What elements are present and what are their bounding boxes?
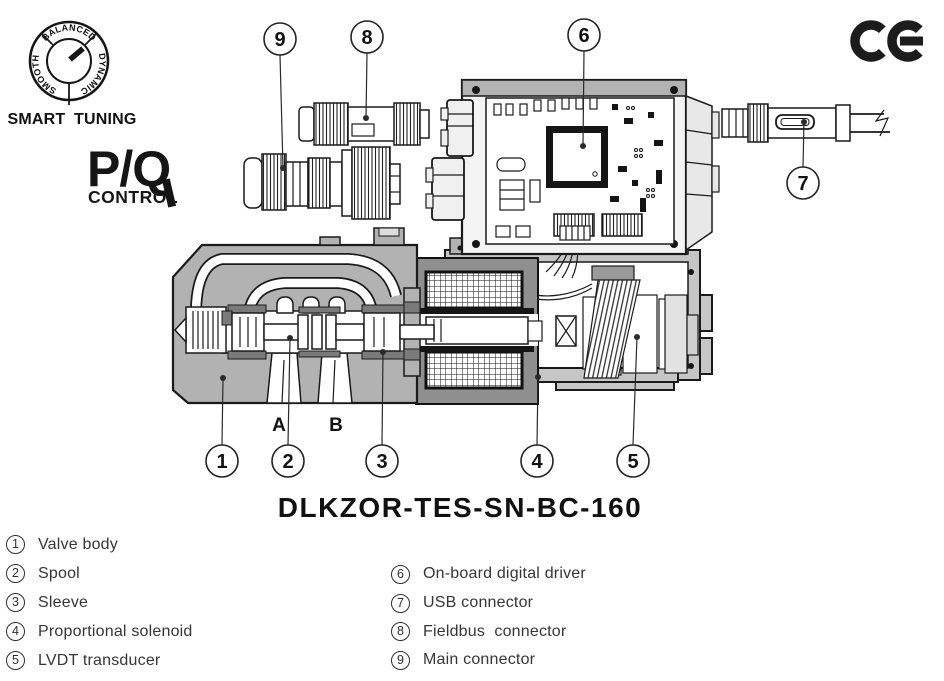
callout-8-number: 8 <box>361 27 372 49</box>
legend-number-6: 6 <box>391 564 410 584</box>
heatsink-fins <box>685 94 713 252</box>
legend-label-fieldbus-connector: Fieldbus connector <box>423 622 567 640</box>
legend-number-3: 3 <box>6 593 25 612</box>
callout-9-number: 9 <box>274 29 285 51</box>
main-connector <box>243 146 401 220</box>
valve-body <box>171 227 435 405</box>
legend-number-2: 2 <box>6 564 25 583</box>
fieldbus-socket <box>440 99 474 157</box>
legend-label-lvdt-transducer: LVDT transducer <box>38 651 161 669</box>
port-label-b: B <box>329 415 343 436</box>
legend-item-usb-connector: 7 USB connector <box>391 589 586 618</box>
callout-3-number: 3 <box>376 451 387 473</box>
callout-5-number: 5 <box>627 451 638 473</box>
callouts: 1 2 3 4 5 6 7 8 9 <box>205 18 820 478</box>
return-spring <box>173 306 227 354</box>
lvdt-transducer <box>519 245 699 379</box>
callout-6-number: 6 <box>578 25 589 47</box>
model-title: DLKZOR-TES-SN-BC-160 <box>277 492 643 523</box>
legend-number-1: 1 <box>6 535 25 554</box>
legend-item-main-connector: 9 Main connector <box>391 646 586 675</box>
legend-item-lvdt-transducer: 5 LVDT transducer <box>6 646 193 675</box>
pq-logo-text: P/Q <box>87 141 170 197</box>
dial-knob-icon <box>46 38 92 84</box>
ribbon-cable <box>583 279 641 379</box>
legend-item-sleeve: 3 Sleeve <box>6 588 193 617</box>
digital-driver-box <box>425 78 720 256</box>
legend-label-sleeve: Sleeve <box>38 593 89 611</box>
legend-item-digital-driver: 6 On-board digital driver <box>391 560 586 589</box>
callout-4-number: 4 <box>531 451 543 473</box>
smart-tuning-badge: BALANCED DYNAMIC SMOOTH SMART TUNING <box>7 20 136 128</box>
legend-item-proportional-solenoid: 4 Proportional solenoid <box>6 617 193 646</box>
fieldbus-connector <box>298 102 430 146</box>
smart-tuning-label: SMART TUNING <box>7 111 136 128</box>
solenoid-coil-upper <box>424 270 524 310</box>
cable-break-icon <box>874 109 890 137</box>
callout-1-number: 1 <box>216 451 227 473</box>
callout-7 <box>786 166 820 200</box>
proportional-solenoid <box>415 257 577 405</box>
ce-mark-icon <box>850 20 923 62</box>
callout-8 <box>350 20 384 54</box>
legend-number-7: 7 <box>391 593 410 613</box>
spool <box>221 310 435 352</box>
legend-label-spool: Spool <box>38 564 80 582</box>
usb-connector <box>721 103 890 143</box>
callout-6 <box>567 18 601 52</box>
valve-technical-diagram: BALANCED DYNAMIC SMOOTH SMART TUNING P/Q… <box>7 18 923 478</box>
legend-number-4: 4 <box>6 622 25 641</box>
legend-label-proportional-solenoid: Proportional solenoid <box>38 622 193 640</box>
callout-4 <box>520 444 554 478</box>
legend-item-spool: 2 Spool <box>6 559 193 588</box>
legend-label-main-connector: Main connector <box>423 651 536 669</box>
legend-label-valve-body: Valve body <box>38 535 118 553</box>
solenoid-coil-lower <box>424 350 524 390</box>
callout-5 <box>616 444 650 478</box>
main-socket <box>425 157 465 221</box>
pq-control-text: CONTROL <box>88 187 178 207</box>
legend-item-valve-body: 1 Valve body <box>6 530 193 559</box>
legend-label-usb-connector: USB connector <box>423 594 534 612</box>
ribbon-connector <box>591 265 635 281</box>
legend-number-8: 8 <box>391 622 410 642</box>
legend-right-column: 6 On-board digital driver 7 USB connecto… <box>391 560 586 675</box>
dial-indicator-icon <box>68 46 85 62</box>
legend-item-fieldbus-connector: 8 Fieldbus connector <box>391 617 586 646</box>
pq-control-logo: P/Q CONTROL <box>87 141 178 207</box>
callout-3 <box>365 444 399 478</box>
callout-2-number: 2 <box>282 451 293 473</box>
callout-9 <box>263 22 297 56</box>
legend-left-column: 1 Valve body 2 Spool 3 Sleeve 4 Proporti… <box>6 530 193 675</box>
legend-label-digital-driver: On-board digital driver <box>423 565 586 583</box>
legend-number-5: 5 <box>6 651 25 670</box>
callout-1 <box>205 444 239 478</box>
microcontroller-chip <box>546 126 608 188</box>
legend-number-9: 9 <box>391 650 410 670</box>
port-label-a: A <box>272 415 286 436</box>
callout-2 <box>271 444 305 478</box>
callout-7-number: 7 <box>797 173 808 195</box>
